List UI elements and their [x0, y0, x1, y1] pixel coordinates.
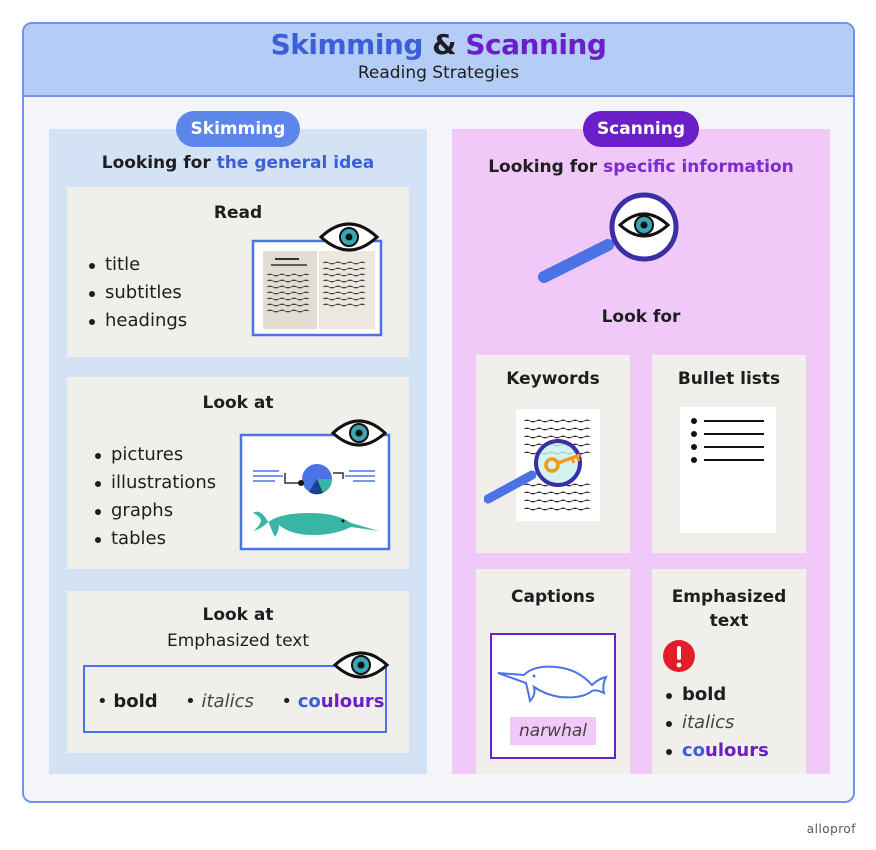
chart-icon — [253, 464, 375, 495]
skimming-column: Skimming Looking for the general idea Re… — [49, 111, 427, 774]
list-item: pictures — [95, 441, 216, 469]
brand-logo: alloprof — [806, 822, 856, 836]
title-ampersand: & — [432, 28, 457, 61]
scan-emphasized-title-1: Emphasized — [671, 587, 787, 607]
list-item: illustrations — [95, 469, 216, 497]
look-at-card: Look at pictures illustrations graphs ta… — [67, 377, 409, 569]
read-card-title: Read — [213, 203, 263, 223]
emphasized-card-title: Look at — [202, 605, 274, 625]
bullet-icon: • — [281, 691, 292, 712]
bullet-icon: • — [185, 691, 196, 712]
eye-icon — [333, 651, 389, 679]
list-item: title — [89, 251, 187, 279]
list-item: graphs — [95, 497, 216, 525]
skimming-subhead: Looking for the general idea — [49, 153, 427, 173]
keywords-card: Keywords — [476, 355, 630, 553]
list-item: tables — [95, 525, 216, 553]
emphasized-box — [83, 665, 387, 733]
read-card: Read title subtitles headings — [67, 187, 409, 357]
keywords-title: Keywords — [506, 369, 600, 389]
alert-icon — [663, 640, 695, 672]
header: Skimming & Scanning Reading Strategies — [24, 24, 853, 97]
narwhal-icon — [497, 665, 608, 704]
title-skimming: Skimming — [270, 28, 424, 61]
title-scanning: Scanning — [465, 28, 607, 61]
scanning-subhead: Looking for specific information — [452, 157, 830, 177]
look-at-card-title: Look at — [202, 393, 274, 413]
page-title: Skimming & Scanning — [24, 28, 853, 61]
bullet-lists-card: Bullet lists — [652, 355, 806, 553]
skimming-pill: Skimming — [176, 111, 300, 147]
look-at-list: pictures illustrations graphs tables — [95, 441, 216, 553]
narwhal-icon — [253, 511, 379, 537]
colours-example: coulours — [666, 737, 769, 765]
colours-example: coulours — [297, 691, 385, 712]
captions-title: Captions — [511, 587, 595, 607]
scanning-column: Scanning Looking for specific informatio… — [452, 111, 830, 774]
bullet-lists-title: Bullet lists — [677, 369, 781, 389]
skimming-subhead-prefix: Looking for — [101, 153, 211, 173]
list-item: headings — [89, 307, 187, 335]
italics-example: italics — [666, 709, 769, 737]
bullet-list-illustration — [680, 407, 776, 533]
captions-card: Captions narwhal — [476, 569, 630, 774]
eye-icon — [318, 222, 380, 252]
scanning-subhead-prefix: Looking for — [488, 157, 598, 177]
bold-example: bold — [113, 691, 158, 712]
emphasized-card-subtitle: Emphasized text — [167, 631, 309, 651]
scan-emphasized-list: bold italics coulours — [666, 681, 769, 765]
emphasized-examples: • bold • italics • coulours — [97, 691, 385, 712]
eye-icon — [330, 419, 388, 447]
key-icon — [544, 453, 581, 473]
look-for-label: Look for — [601, 307, 681, 327]
list-item: subtitles — [89, 279, 187, 307]
caption-frame: narwhal — [490, 633, 616, 759]
bold-example: bold — [666, 681, 769, 709]
scanning-subhead-highlight: specific information — [603, 157, 794, 177]
italics-example: italics — [201, 691, 254, 712]
infographic-frame: Skimming & Scanning Reading Strategies S… — [22, 22, 855, 803]
magnifying-glass-icon — [538, 192, 679, 283]
page-subtitle: Reading Strategies — [357, 63, 520, 83]
emphasized-card: Look at Emphasized text • bold • italics… — [67, 591, 409, 753]
bullet-icon: • — [97, 691, 108, 712]
open-book-icon — [251, 222, 383, 337]
scan-emphasized-card: Emphasized text bold italics coulours — [652, 569, 806, 774]
illustration-graph-icon — [239, 419, 391, 551]
caption-text: narwhal — [510, 717, 596, 745]
read-list: title subtitles headings — [89, 251, 187, 335]
skimming-subhead-highlight: the general idea — [216, 153, 375, 173]
scan-emphasized-title-2: text — [709, 611, 749, 631]
scanning-pill: Scanning — [583, 111, 699, 147]
keywords-illustration — [484, 409, 600, 521]
